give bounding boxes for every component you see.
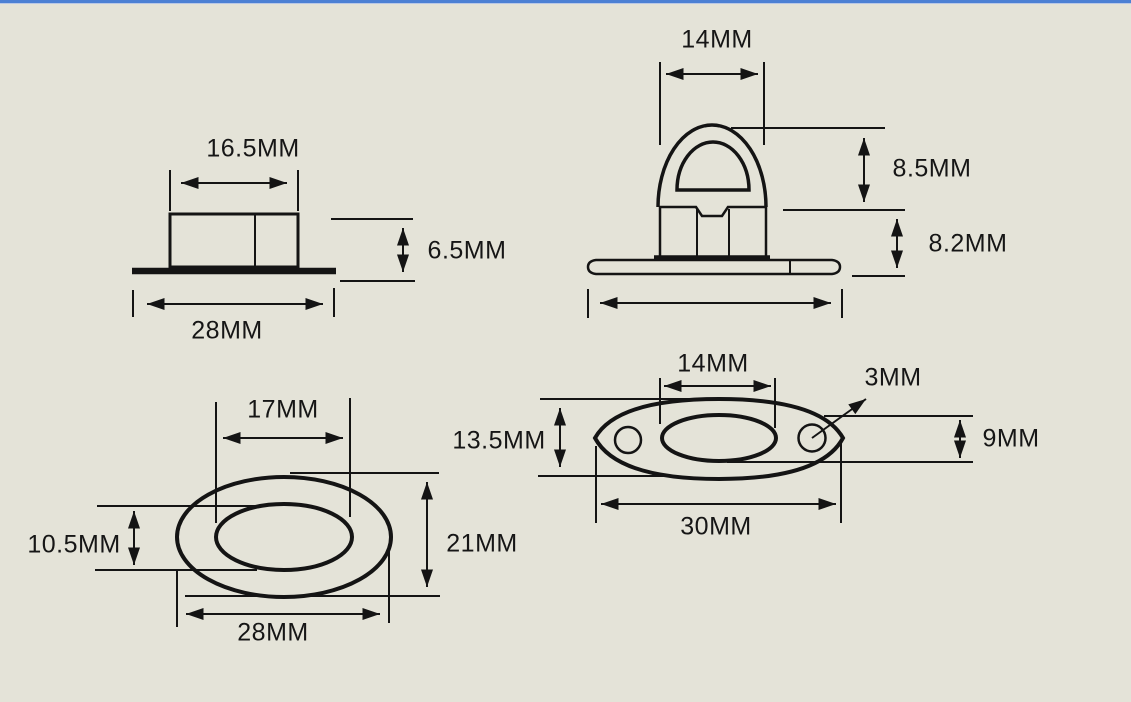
dim-label-hole-diameter: 3MM [864,363,922,392]
top-right-view [586,62,905,318]
dim-label-top-width: 16.5MM [206,134,300,163]
dim-label-base-height: 8.2MM [928,229,1008,258]
base-plate-outline [586,258,842,276]
leader-arrow [811,398,867,439]
dim-label-plate-width: 30MM [680,512,752,541]
base-body-outline [168,212,300,269]
dim-label-slot-height: 9MM [982,424,1040,453]
dim-label-ring-height: 8.5MM [892,154,972,183]
washer-outer-ellipse [175,475,393,599]
dim-label-height: 6.5MM [427,236,507,265]
dim-label-outer-width: 28MM [237,618,309,647]
plate-outer-oval [592,396,846,482]
plate-right-hole [797,423,827,453]
dim-label-outer-height: 21MM [446,529,518,558]
dim-label-slot-width: 14MM [677,349,749,378]
dim-label-plate-height: 13.5MM [452,426,546,455]
dim-label-ring-width: 14MM [681,25,753,54]
dim-label-inner-width: 17MM [247,395,319,424]
washer-inner-ellipse [214,502,354,572]
top-left-view [132,170,415,317]
top-border-bar [0,0,1131,4]
bottom-right-view [538,378,973,523]
ring-inner-arc [675,140,751,192]
ring-outer-arc [656,123,768,208]
button-block-outline [658,205,768,257]
dim-label-inner-height: 10.5MM [27,530,121,559]
dim-label-bottom-width: 28MM [191,316,263,345]
plate-center-slot [660,413,778,463]
plate-left-hole [613,425,643,455]
bottom-left-view [95,398,440,627]
